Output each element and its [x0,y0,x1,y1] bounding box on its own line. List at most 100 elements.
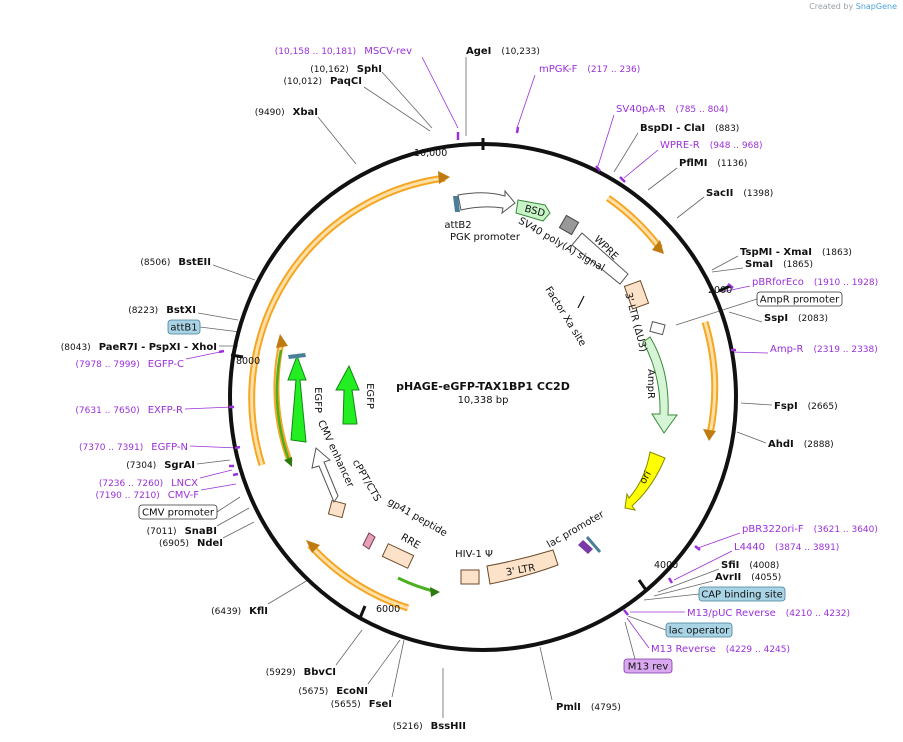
primer-mark [623,609,629,616]
egfp-c-leader [185,351,221,360]
egfp-feature-inner[interactable] [335,364,360,425]
3ltr-du3-feature[interactable] [623,280,650,310]
smai-name: SmaI [745,259,773,270]
plasmid-length: 10,338 bp [458,395,509,406]
sacii-leader [676,196,705,219]
m13-rev-box[interactable]: M13 rev [623,658,673,674]
rre-feature[interactable] [381,543,415,569]
ndei-label[interactable]: NdeI(6905) [159,538,223,549]
pbrforeco-coord: (1910 .. 1928) [814,278,878,288]
ampr-feature[interactable] [642,336,678,434]
pbr322ori-f-coord: (3621 .. 3640) [814,525,878,535]
lac-operator-leader [627,615,667,631]
m13puc-label[interactable]: M13/pUC Reverse(4210 .. 4232) [687,608,850,619]
cap-binding-box[interactable]: CAP binding site [698,586,786,602]
egfp-feature-outer[interactable] [287,354,307,443]
attb2-site[interactable] [453,196,460,212]
paqci-coord: (10,012) [283,77,322,87]
attb1-site[interactable] [288,353,306,359]
ahdi-name: AhdI [768,439,794,450]
l4440-leader [673,550,733,581]
bsteii-name: BstEII [178,257,211,268]
cppt-cts-feature[interactable] [327,499,347,519]
pbr322ori-f-label[interactable]: pBR322ori-F(3621 .. 3640) [742,524,878,535]
pflmi-label[interactable]: PflMI(1136) [679,158,747,169]
fspi-label[interactable]: FspI(2665) [774,401,838,412]
pmli-label[interactable]: PmlI(4795) [556,702,621,713]
tick-label: 6000 [376,604,400,615]
lac-operator-box[interactable]: lac operator [665,622,733,638]
sv40pa-r-leader [597,114,615,167]
snabi-label[interactable]: SnaBI(7011) [147,526,217,537]
pgk-promoter-feature[interactable] [457,189,516,215]
hiv1-psi-feature[interactable] [460,569,480,585]
bstxi-label[interactable]: BstXI(8223) [128,305,196,316]
sphi-name: SphI [357,64,382,75]
egfp-n-leader [189,445,239,449]
bsteii-label[interactable]: BstEII (8506) [140,257,211,268]
bsshii-label[interactable]: BssHII(5216) [393,721,466,732]
paer7i-coord: (8043) [61,343,91,353]
avrii-label[interactable]: AvrII(4055) [715,572,781,583]
econi-label[interactable]: EcoNI(5675) [298,686,368,697]
smai-label[interactable]: SmaI(1865) [745,259,813,270]
bbvci-coord: (5929) [266,668,296,678]
cmv-f-coord: (7190 .. 7210) [95,491,159,501]
sv40pa-r-label[interactable]: SV40pA-R(785 .. 804) [616,104,728,115]
wpre-r-name: WPRE-R [660,140,700,151]
sfii-label[interactable]: SfiI(4008) [721,560,779,571]
mscv-rev-coord: (10,158 .. 10,181) [275,47,356,57]
ahdi-label[interactable]: AhdI(2888) [768,439,834,450]
gp41-peptide-feature[interactable] [362,532,376,550]
fspi-coord: (2665) [808,402,838,412]
m13-rev-leader [624,621,636,660]
m13-reverse-label[interactable]: M13 Reverse(4229 .. 4245) [651,644,790,655]
mscv-rev-label[interactable]: MSCV-rev (10,158 .. 10,181) [275,46,412,57]
tspmi-label[interactable]: TspMI - XmaI(1863) [740,247,852,258]
wpre-feature[interactable] [571,232,629,285]
cmv-enhancer-feature[interactable] [311,447,339,504]
kfli-label[interactable]: KflI(6439) [211,606,268,617]
cmv-promoter-box[interactable]: CMV promoter [138,504,218,520]
bspdi-name: BspDI - ClaI [640,123,705,134]
sphi-label[interactable]: SphI(10,162) [310,64,382,75]
ori-feature[interactable] [624,451,666,511]
fsei-leader [391,639,405,698]
mpgk-f-label[interactable]: mPGK-F(217 .. 236) [539,64,640,75]
bspdi-label[interactable]: BspDI - ClaI(883) [640,123,739,134]
mscv-rev-name: MSCV-rev [364,46,412,57]
l4440-label[interactable]: L4440(3874 .. 3891) [734,542,839,553]
paqci-label[interactable]: PaqCI(10,012) [283,76,362,87]
sv40-polya-feature[interactable] [558,214,580,236]
bbvci-label[interactable]: BbvCI(5929) [266,667,336,678]
attb1-box-bg [167,319,201,335]
exfp-r-label[interactable]: EXFP-R(7631 .. 7650) [75,405,183,416]
paer7i-label[interactable]: PaeR7I - PspXI - XhoI(8043) [61,342,217,353]
primer-mark [727,283,734,289]
egfp-n-label[interactable]: EGFP-N(7370 .. 7391) [79,442,188,453]
sacii-coord: (1398) [743,189,773,199]
egfp-c-label[interactable]: EGFP-C(7978 .. 7999) [75,359,184,370]
sspi-label[interactable]: SspI(2083) [764,313,828,324]
bsteii-coord: (8506) [140,258,170,268]
3ltr-feature[interactable] [486,549,559,585]
ampr-promoter-feature[interactable] [649,321,666,336]
lncx-label[interactable]: LNCX(7236 .. 7260) [99,478,198,489]
cap-binding-leader [643,593,700,601]
bsteii-leader [212,264,256,281]
pbrforeco-label[interactable]: pBRforEco(1910 .. 1928) [752,277,878,288]
wpre-r-label[interactable]: WPRE-R(948 .. 968) [660,140,763,151]
tick-6000 [358,605,367,619]
attb1-box[interactable]: attB1 [167,319,201,335]
sgrai-label[interactable]: SgrAI(7304) [126,460,195,471]
amp-r-label[interactable]: Amp-R(2319 .. 2338) [770,344,878,355]
lac-feature[interactable] [578,540,593,554]
xbai-label[interactable]: XbaI(9490) [255,107,318,118]
agei-label[interactable]: AgeI(10,233) [466,46,540,57]
ampr-promoter-box[interactable]: AmpR promoter [756,291,843,307]
sacii-label[interactable]: SacII(1398) [706,188,773,199]
fsei-label[interactable]: FseI(5655) [331,699,392,710]
cmv-f-label[interactable]: CMV-F(7190 .. 7210) [95,490,199,501]
bsd-feature[interactable] [515,199,551,222]
